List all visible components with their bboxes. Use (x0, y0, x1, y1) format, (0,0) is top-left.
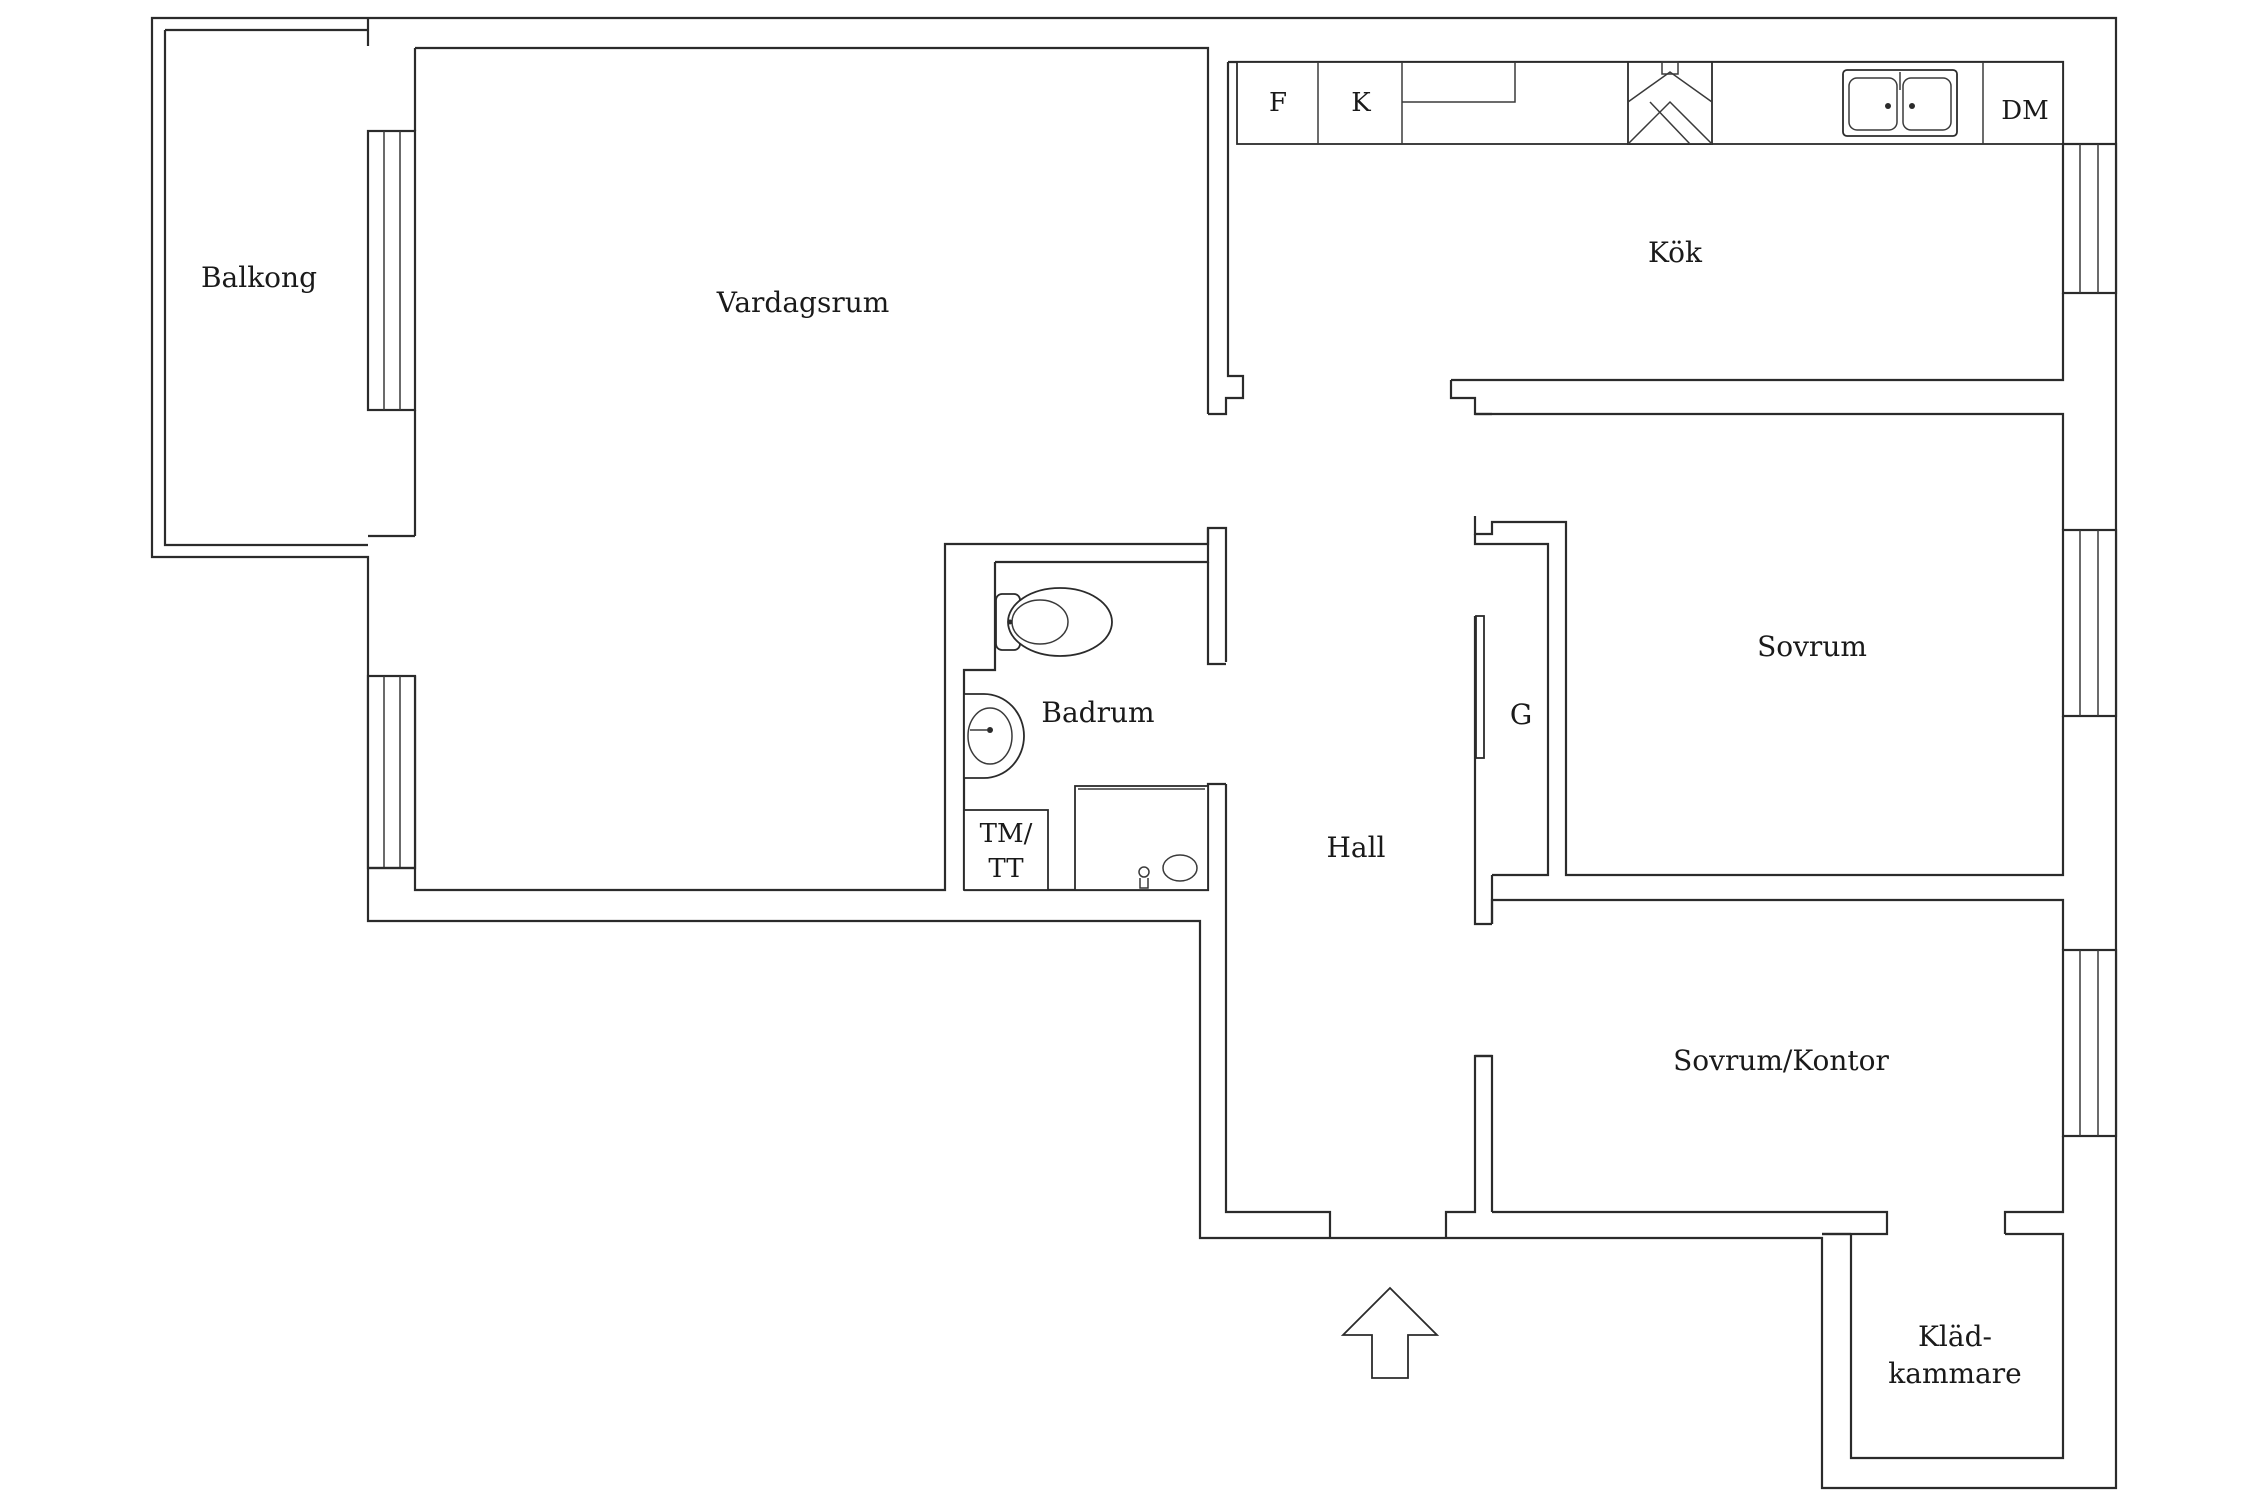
room-label-balkong: Balkong (201, 261, 317, 294)
bathroom-walls (962, 528, 1226, 892)
appliance-label-freezer: K (1351, 88, 1371, 118)
washbasin-icon (963, 693, 1025, 779)
bedroom-walls (1473, 412, 2118, 877)
stove-icon (1627, 61, 1713, 145)
room-label-garderob: G (1510, 698, 1532, 731)
appliance-label-fridge: F (1269, 88, 1287, 118)
appliance-label-washer-line2: TT (988, 854, 1024, 884)
room-label-kladkammare-line1: Kläd- (1918, 1320, 1992, 1353)
room-label-vardagsrum: Vardagsrum (716, 286, 890, 319)
wardrobe (1473, 615, 1494, 926)
room-label-sovrum-kontor: Sovrum/Kontor (1673, 1044, 1889, 1077)
room-label-kok: Kök (1648, 236, 1703, 269)
appliance-label-dishwasher: DM (2001, 96, 2048, 126)
living-room-walls (366, 46, 1228, 892)
hall-walls (1224, 784, 1494, 1238)
outer-walls (150, 16, 2118, 1490)
kitchen-walls (1208, 60, 2118, 416)
walk-in-closet-walls (1822, 1232, 2065, 1460)
appliance-label-washer-line1: TM/ (980, 819, 1033, 849)
entrance-arrow-icon (1340, 1286, 1440, 1379)
room-label-badrum: Badrum (1041, 696, 1154, 729)
room-label-kladkammare-line2: kammare (1888, 1357, 2021, 1390)
sink-icon (1842, 69, 1958, 137)
room-label-sovrum: Sovrum (1757, 630, 1867, 663)
office-walls (1490, 898, 2118, 1236)
shower-icon (1074, 785, 1209, 891)
room-label-hall: Hall (1326, 831, 1385, 864)
balcony (163, 28, 368, 547)
toilet-icon (995, 587, 1113, 657)
